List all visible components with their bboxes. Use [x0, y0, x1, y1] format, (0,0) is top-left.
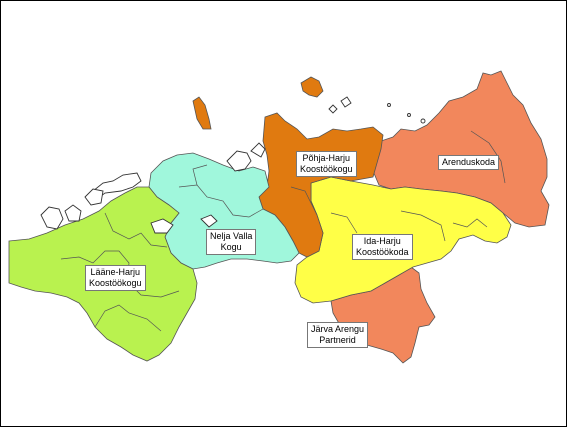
- island-pohja-harju-1: [192, 96, 212, 130]
- island-2: [64, 204, 82, 222]
- border-ida-harju-2: [400, 210, 446, 242]
- coastline-3: [250, 142, 266, 158]
- island-3: [84, 188, 104, 206]
- island-6: [340, 96, 352, 108]
- border-laane-harju-1: [104, 212, 168, 248]
- border-pohja-harju-1: [290, 186, 318, 216]
- border-arenduskoda-1: [470, 130, 506, 184]
- island-pohja-harju-2: [300, 76, 324, 98]
- label-arenduskoda: Arenduskoda: [438, 155, 500, 170]
- coastline-peninsula-1: [92, 172, 142, 200]
- islet-3: [407, 113, 411, 117]
- coastline-2: [226, 150, 252, 172]
- border-laane-harju-3: [94, 304, 162, 332]
- islet-1: [420, 118, 426, 124]
- island-1: [40, 206, 64, 230]
- border-ida-harju-1: [330, 212, 358, 234]
- island-5: [200, 214, 218, 228]
- border-laane-harju-2: [60, 250, 180, 298]
- islet-2: [387, 103, 391, 107]
- island-4: [150, 218, 174, 234]
- island-7: [328, 104, 338, 114]
- border-nelja-valla-2: [192, 164, 208, 186]
- border-ida-harju-3: [452, 218, 488, 228]
